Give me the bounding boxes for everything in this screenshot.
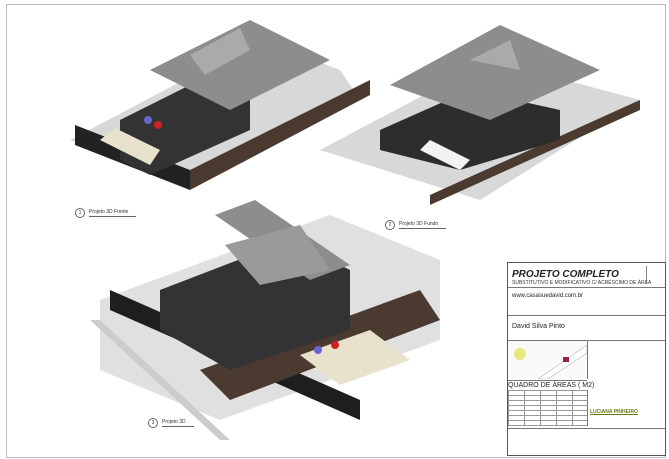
view-title: Projeto 3D Frente <box>89 209 137 217</box>
view-number: 1 <box>75 208 85 218</box>
house-3d-view-2 <box>320 25 640 205</box>
view-label-3: 3 Projeto 3D <box>148 418 194 428</box>
project-subtitle: SUBSTITUTIVO E MODIFICATIVO C/ ACRÉSCIMO… <box>512 280 652 286</box>
house-3d-view-3 <box>90 200 440 440</box>
project-title: PROJETO COMPLETO <box>512 269 619 280</box>
view-number: 2 <box>385 220 395 230</box>
view-title: Projeto 3D <box>162 419 194 427</box>
view-title: Projeto 3D Fundo <box>399 221 447 229</box>
view-number: 3 <box>148 418 158 428</box>
areas-table <box>508 390 588 426</box>
location-map <box>508 341 588 379</box>
responsible-name: LUCIANA PINHEIRO <box>590 409 638 415</box>
view-label-1: 1 Projeto 3D Frente <box>75 208 137 218</box>
view-label-2: 2 Projeto 3D Fundo <box>385 220 447 230</box>
house-3d-view-1 <box>70 20 370 190</box>
title-block: PROJETO COMPLETO SUBSTITUTIVO E MODIFICA… <box>507 262 666 456</box>
areas-heading: QUADRO DE ÁREAS ( M2) <box>508 380 595 390</box>
revision-box <box>646 266 663 284</box>
website: www.casasuedavid.com.br <box>512 293 584 299</box>
drawing-sheet <box>6 4 666 458</box>
owner-name: David Silva Pinto <box>512 323 565 330</box>
